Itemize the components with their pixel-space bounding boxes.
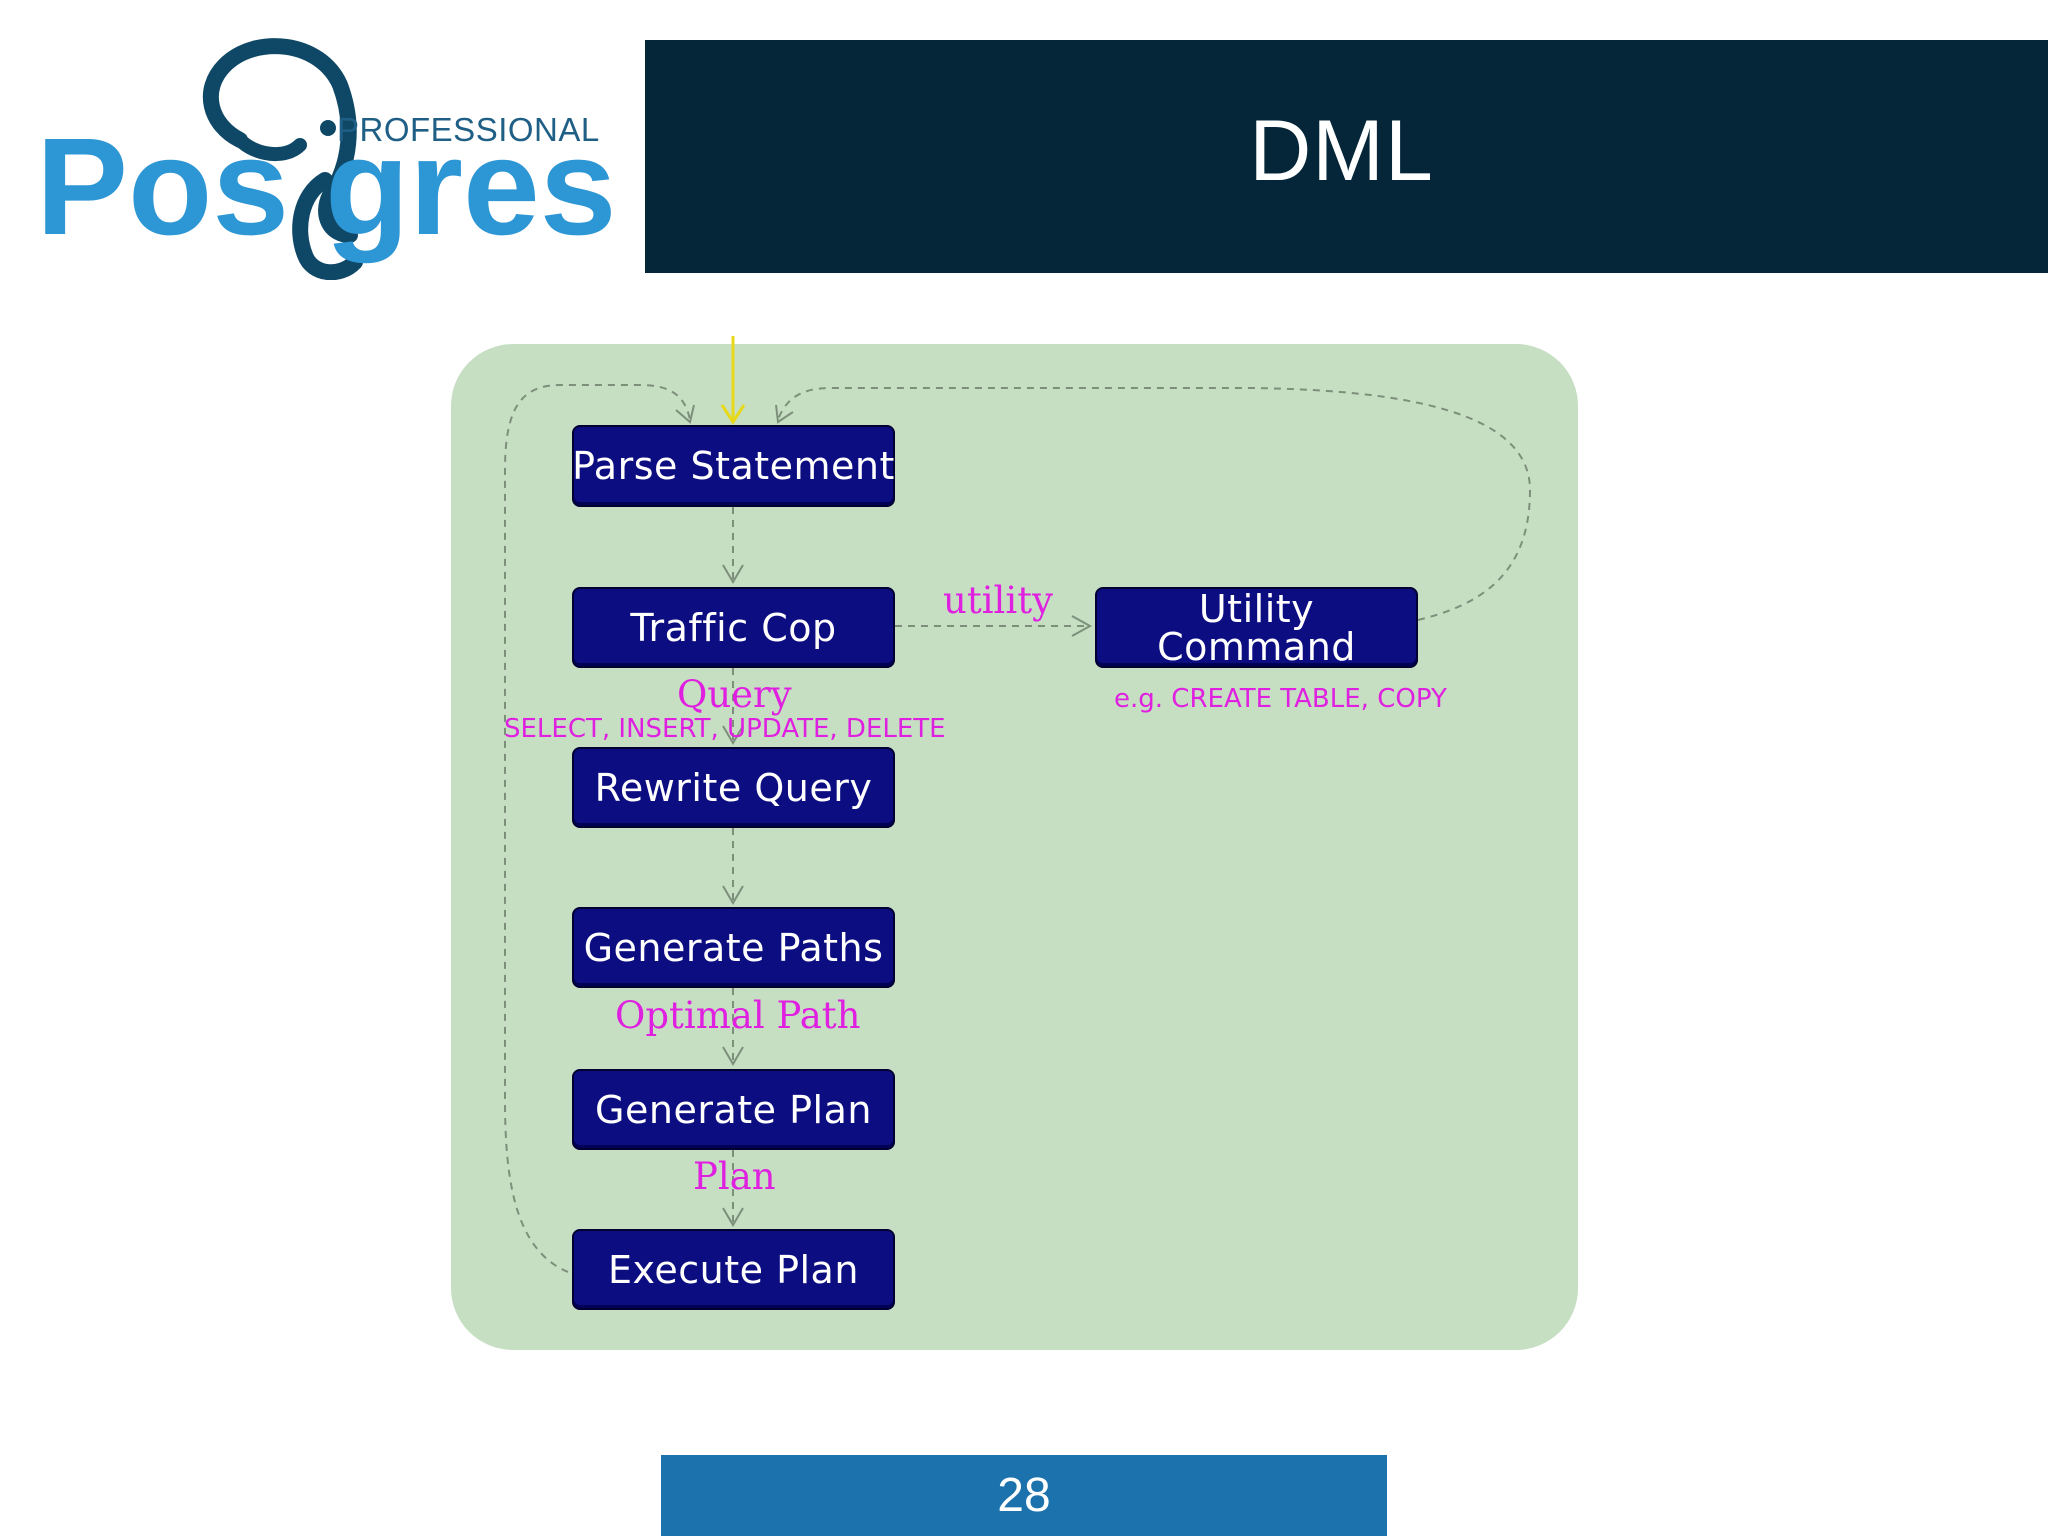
label-query-example: SELECT, INSERT, UPDATE, DELETE: [504, 714, 946, 744]
diagram-panel: [451, 344, 1578, 1350]
node-parse-statement-label: Parse Statement: [572, 444, 895, 488]
arrowhead-utility: [1071, 615, 1093, 637]
node-utility-line2: Command: [1157, 624, 1356, 669]
node-utility-command: Utility Command: [1095, 587, 1418, 668]
node-execute-plan: Execute Plan: [572, 1229, 895, 1310]
logo-word-gres: gres: [325, 110, 617, 264]
node-generate-plan-label: Generate Plan: [595, 1087, 872, 1132]
node-rewrite-query: Rewrite Query: [572, 747, 895, 828]
title-bar: DML: [645, 40, 2048, 273]
node-generate-paths-label: Generate Paths: [583, 925, 884, 970]
page-number: 28: [997, 1469, 1051, 1522]
arrowhead-traffic: [722, 564, 744, 584]
arrowhead-rewrite: [722, 725, 744, 745]
label-plan: Plan: [693, 1155, 776, 1198]
arrowhead-parse-left: [675, 404, 695, 424]
footer-bar: 28: [661, 1455, 1387, 1536]
postgres-professional-logo: PROFESSIONAL Pos gres: [30, 30, 630, 280]
node-generate-plan: Generate Plan: [572, 1069, 895, 1150]
elephant-icon: [202, 38, 363, 280]
label-utility: utility: [943, 579, 1053, 622]
node-traffic-cop: Traffic Cop: [572, 587, 895, 668]
label-query: Query: [677, 673, 792, 716]
node-rewrite-query-label: Rewrite Query: [594, 765, 873, 810]
node-traffic-cop-label: Traffic Cop: [630, 605, 837, 650]
node-execute-plan-label: Execute Plan: [608, 1247, 859, 1292]
node-utility-line1: Utility: [1198, 586, 1315, 631]
logo-professional-text: PROFESSIONAL: [337, 111, 600, 148]
node-parse-statement: Parse Statement: [572, 425, 895, 507]
arrowhead-parse-right: [775, 404, 794, 424]
arrowhead-paths: [722, 885, 744, 905]
edge-utility-to-parse: [777, 387, 1532, 621]
label-utility-example: e.g. CREATE TABLE, COPY: [1114, 684, 1447, 714]
logo-word-pos: Pos: [36, 110, 290, 264]
arrowhead-plan: [722, 1046, 744, 1066]
slide-title: DML: [1249, 103, 1434, 199]
edge-execute-to-parse: [504, 384, 691, 1273]
label-optimal-path: Optimal Path: [615, 994, 861, 1037]
entry-arrowhead: [720, 404, 746, 425]
arrowhead-execute: [722, 1207, 744, 1227]
node-generate-paths: Generate Paths: [572, 907, 895, 988]
